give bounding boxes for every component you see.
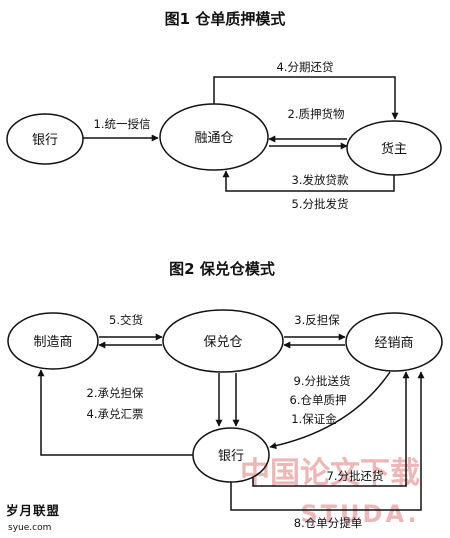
edge-accept <box>37 369 193 456</box>
edge-counter-label: 3.反担保 <box>294 313 340 327</box>
diagram-1: 图1 仓单质押模式 银行 融通仓 货主 4.分期还贷 1.统一授信 2.质押货物… <box>6 10 442 211</box>
edge-receipt-pickup <box>230 371 425 511</box>
edge-repay <box>213 76 399 120</box>
diagram-1-title: 图1 仓单质押模式 <box>165 10 286 28</box>
edge-dealer-bank <box>269 371 391 450</box>
node-maker-label: 制造商 <box>33 335 72 350</box>
edge-repay-label: 4.分期还贷 <box>277 60 334 74</box>
node-maker <box>7 312 99 370</box>
node-bonded-label: 保兑仓 <box>203 335 242 350</box>
edge-receipt-pledge-label: 6.仓单质押 <box>290 393 347 407</box>
edge-loan-label: 3.发放贷款 <box>292 173 349 187</box>
node-dealer <box>345 312 443 372</box>
edge-batch-send-label: 9.分批送货 <box>294 374 351 388</box>
edge-pledge-label: 2.质押货物 <box>288 107 345 121</box>
edge-credit-label: 1.统一授信 <box>94 117 151 131</box>
edge-receipt-pickup-label: 8.仓单分提单 <box>294 516 362 530</box>
watermark-cn: 中国论文下载 <box>240 456 420 491</box>
node-bonded <box>162 309 284 373</box>
logo-url: syue.com <box>8 523 51 533</box>
diagram-2-title: 图2 保兑仓模式 <box>169 260 275 278</box>
node-dealer-label: 经销商 <box>374 336 413 351</box>
edge-deposit-label: 1.保证金 <box>291 412 337 426</box>
diagram-2: 图2 保兑仓模式 制造商 保兑仓 经销商 银行 5.交货 3.反担保 2.承兑担… <box>7 260 443 530</box>
node-warehouse-1-label: 融通仓 <box>194 131 233 146</box>
edge-batch-repay-label: 7.分批还货 <box>327 469 384 483</box>
node-owner-1-label: 货主 <box>381 141 407 157</box>
edge-deliver <box>222 170 395 192</box>
logo-text: 岁月联盟 <box>6 503 60 518</box>
node-bank-1 <box>6 113 84 165</box>
edge-deliver-goods-label: 5.交货 <box>109 313 143 327</box>
watermark: 中国论文下载 STUDA. <box>240 456 420 528</box>
edge-accept-guarantee-label: 2.承兑担保 <box>87 386 144 400</box>
node-bank-2-label: 银行 <box>218 449 244 464</box>
edge-accept-bill-label: 4.承兑汇票 <box>87 407 144 421</box>
edge-batch-repay <box>252 371 410 487</box>
edge-deliver-label: 5.分批发货 <box>292 197 349 211</box>
watermark-url: STUDA. <box>300 500 419 528</box>
site-logo: 岁月联盟 syue.com <box>6 503 60 533</box>
node-bank-1-label: 银行 <box>32 133 58 148</box>
